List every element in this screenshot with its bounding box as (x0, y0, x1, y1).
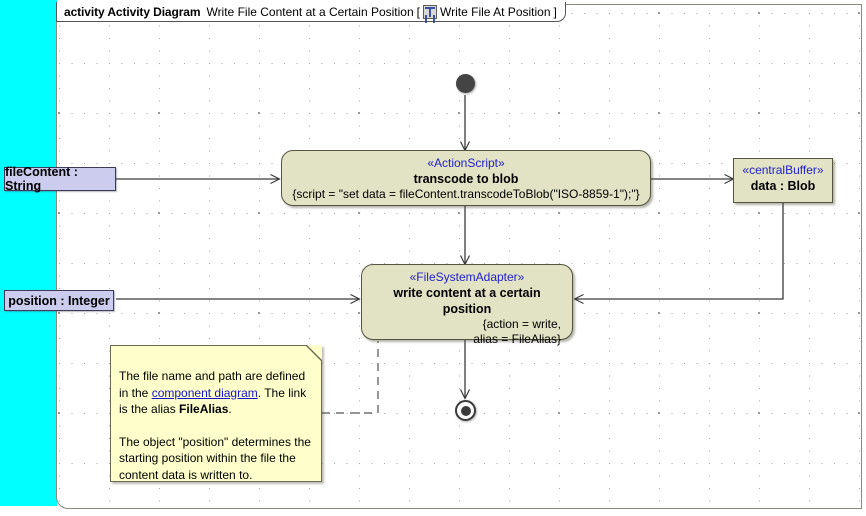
frame-keyword: activity Activity Diagram (64, 4, 201, 19)
note-link-component-diagram[interactable]: component diagram (151, 385, 258, 400)
frame-diagram-ref[interactable]: Write File At Position (440, 4, 551, 19)
central-buffer-name: data : Blob (750, 179, 816, 193)
activity-diagram-icon (423, 4, 438, 19)
activity-final-node[interactable] (455, 400, 476, 421)
initial-node[interactable] (456, 74, 475, 93)
frame-bracket-close: ] (553, 4, 557, 19)
backdrop-panel (0, 0, 57, 506)
note-text-a: The file name and path are defined in th… (119, 369, 306, 400)
note-fold-corner (307, 345, 322, 360)
pin-position-label: position : Integer (8, 293, 110, 308)
note-text-b: . The link is the alias (119, 385, 307, 417)
central-buffer-node[interactable]: «centralBuffer» data : Blob (733, 158, 833, 203)
stereotype-centralbuffer: «centralBuffer» (742, 163, 824, 177)
pin-file-content-label: fileContent : String (5, 165, 78, 193)
pin-file-content[interactable]: fileContent : String (4, 165, 116, 193)
action-name-transcode: transcode to blob (413, 172, 519, 186)
note-text-c: . (228, 402, 232, 416)
action-constraint-transcode: {script = "set data = fileContent.transc… (292, 187, 640, 201)
action-transcode-to-blob[interactable]: «ActionScript» transcode to blob {script… (281, 150, 651, 206)
stereotype-filesystemadapter: «FileSystemAdapter» (409, 270, 525, 284)
action-name-write-content: write content at a certain position (393, 286, 541, 316)
note-paragraph-2: The object "position" determines the sta… (119, 434, 311, 482)
action-constraint-write-line1: {action = write, (482, 317, 561, 331)
note-paragraph-1: The file name and path are defined in th… (119, 368, 311, 418)
note-comment[interactable]: The file name and path are defined in th… (110, 345, 322, 482)
frame-title: Write File Content at a Certain Position (206, 4, 414, 19)
action-write-content[interactable]: «FileSystemAdapter» write content at a c… (361, 264, 573, 346)
stereotype-actionscript: «ActionScript» (427, 156, 505, 170)
action-constraint-write-line2: alias = FileAlias} (473, 332, 561, 346)
pin-position[interactable]: position : Integer (4, 290, 114, 311)
note-text-filealias: FileAlias (179, 402, 229, 416)
frame-header: activity Activity Diagram Write File Con… (56, 2, 566, 22)
frame-bracket-open: [ (416, 4, 421, 19)
